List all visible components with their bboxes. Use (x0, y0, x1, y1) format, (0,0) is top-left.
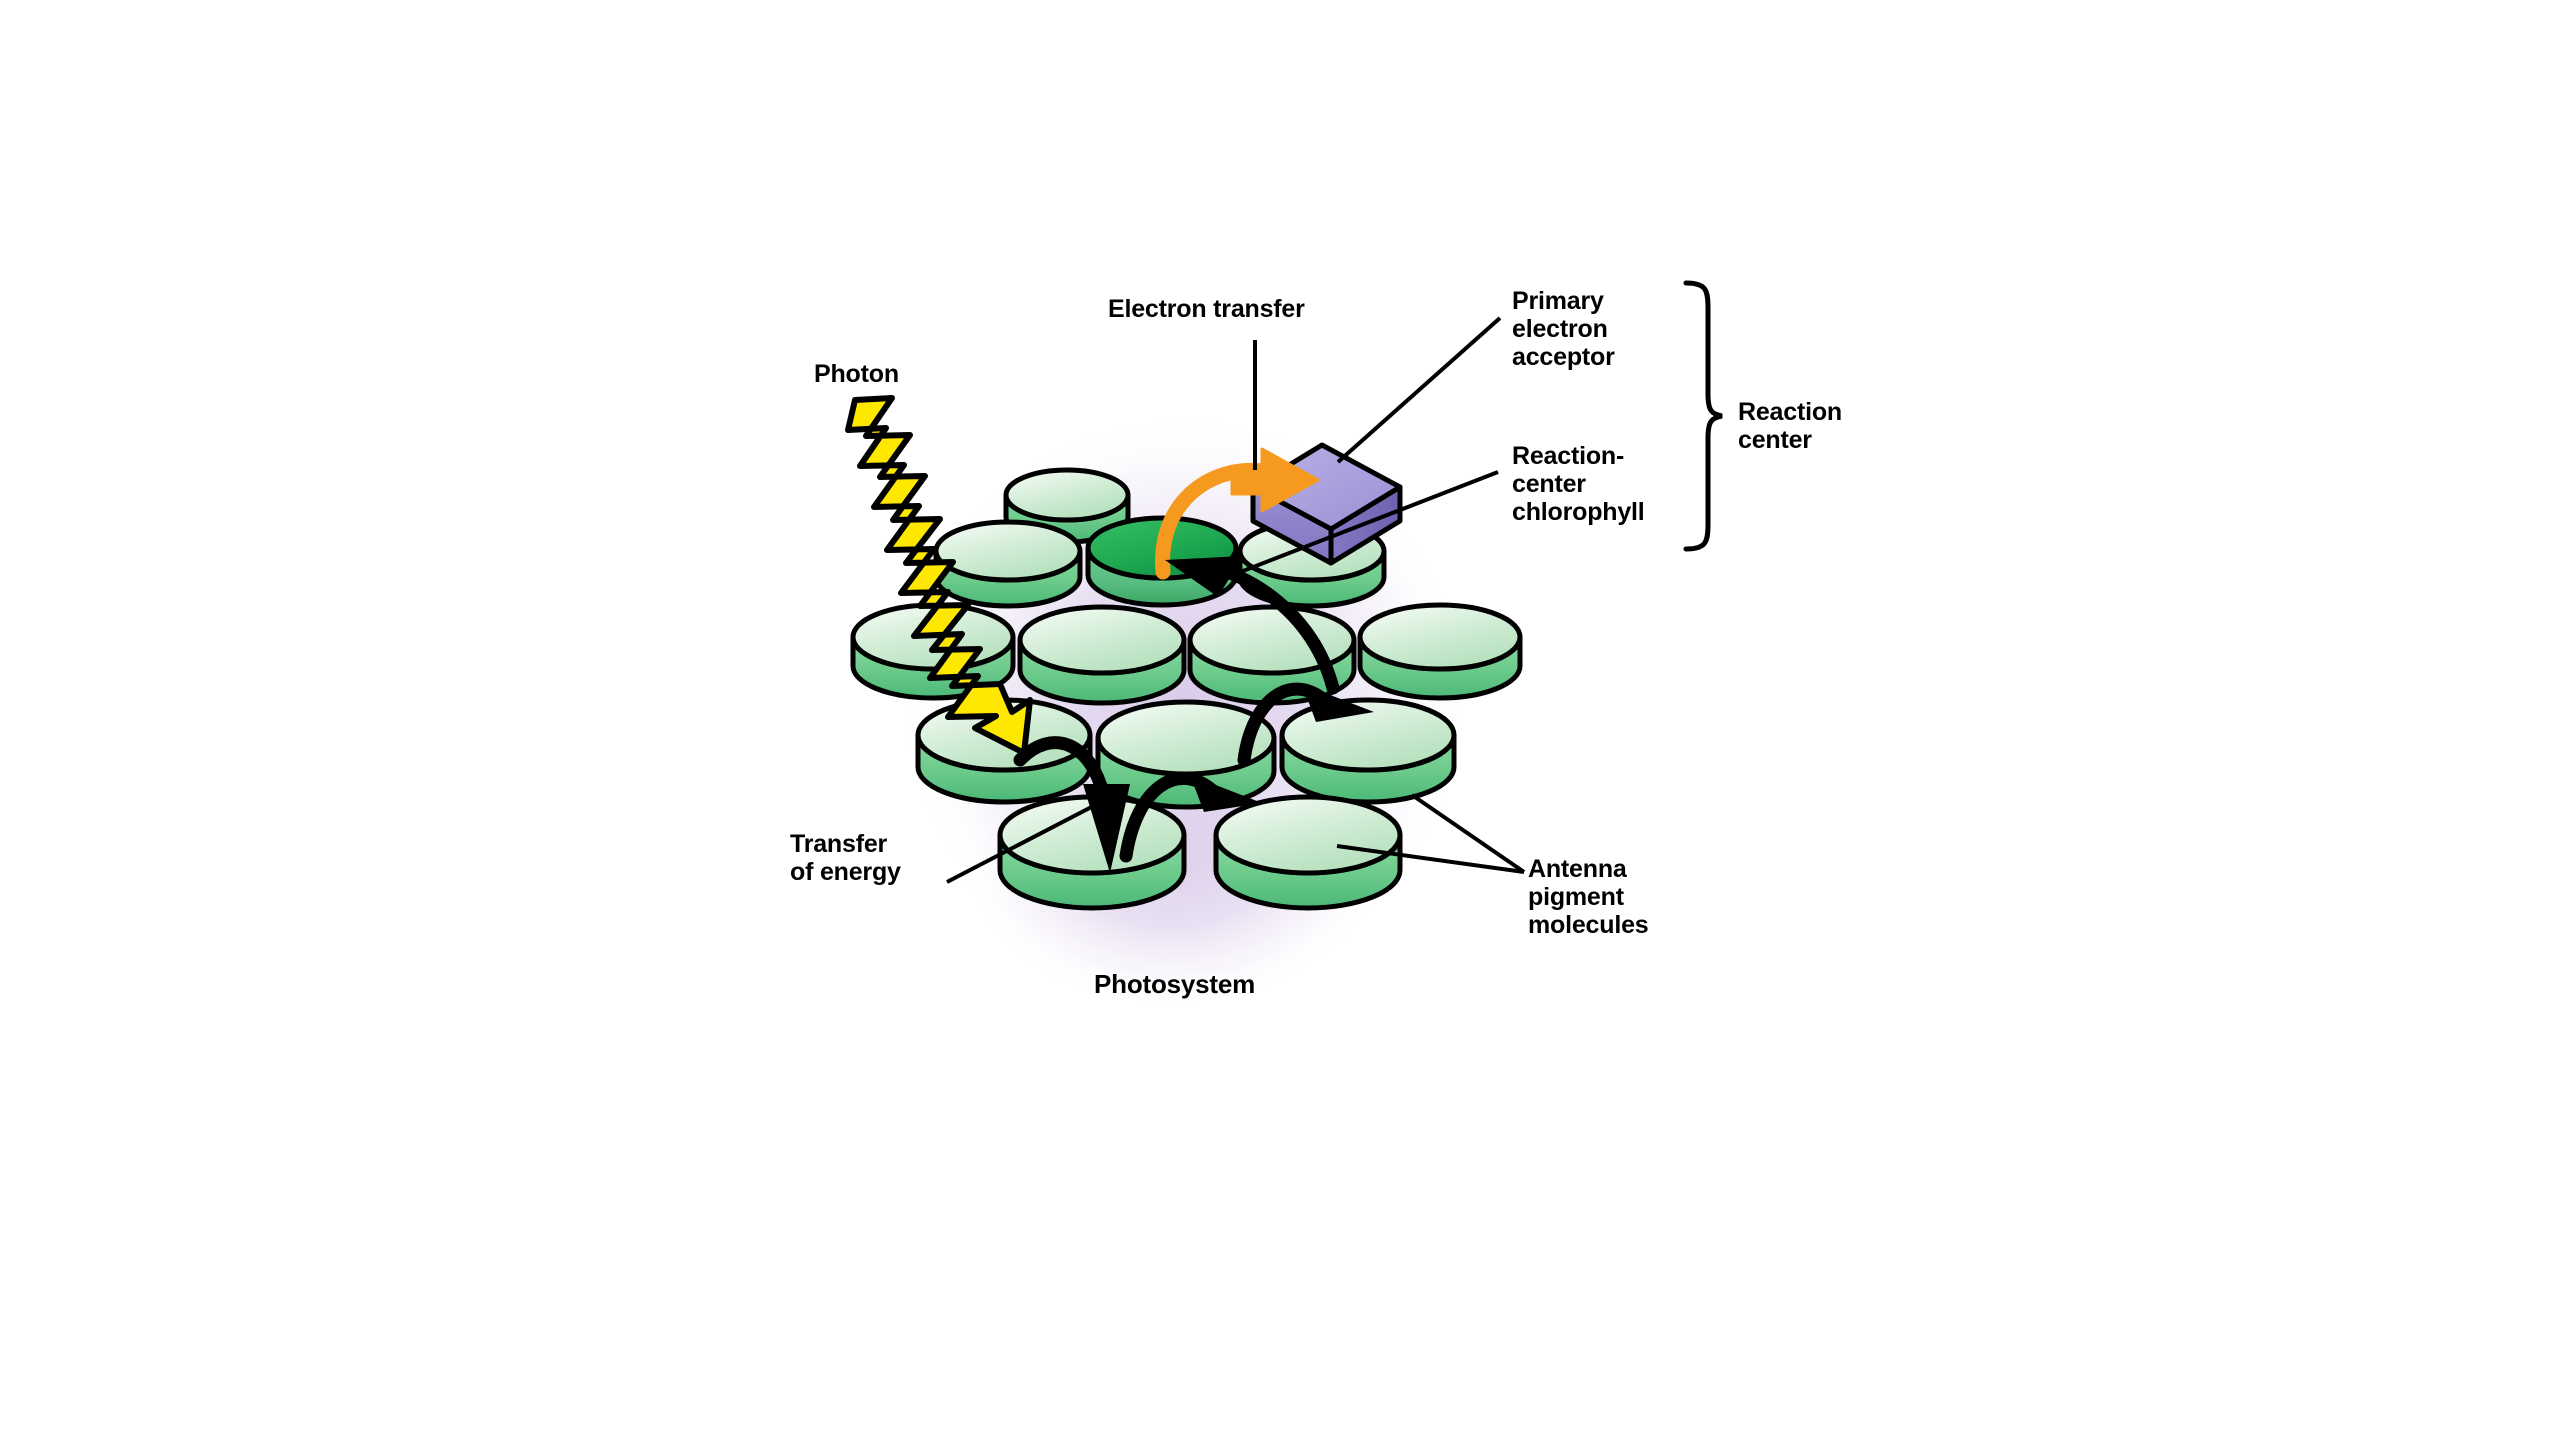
antenna-pigment-disc (1213, 794, 1403, 911)
label-electron-transfer: Electron transfer (1108, 295, 1305, 323)
antenna-pigment-disc (1279, 697, 1457, 805)
label-antenna-pigment-molecules: Antenna pigment molecules (1528, 855, 1649, 939)
label-transfer-of-energy: Transfer of energy (790, 830, 901, 886)
label-primary-electron-acceptor: Primary electron acceptor (1512, 287, 1615, 371)
leader-primary-electron-acceptor (1336, 316, 1502, 464)
reaction-center-brace (1683, 280, 1723, 552)
antenna-pigment-disc (1017, 604, 1187, 706)
energy-transfer-arrows (1013, 556, 1374, 873)
leader-antenna-pigment-1 (1410, 793, 1526, 874)
label-reaction-center: Reaction center (1738, 398, 1842, 454)
label-reaction-center-chlorophyll: Reaction- center chlorophyll (1512, 442, 1645, 526)
leader-transfer-of-energy (946, 798, 1106, 884)
leader-lines (946, 316, 1526, 884)
antenna-pigment-disc (1095, 699, 1277, 810)
leader-antenna-pigment-2 (1336, 844, 1525, 874)
antenna-pigment-disc (933, 519, 1083, 609)
leader-reaction-center-chlorophyll (1229, 470, 1499, 578)
label-photon: Photon (814, 360, 899, 388)
antenna-pigment-disc (1357, 602, 1523, 701)
label-photosystem: Photosystem (1094, 969, 1256, 999)
antenna-pigment-disc (1187, 604, 1357, 706)
